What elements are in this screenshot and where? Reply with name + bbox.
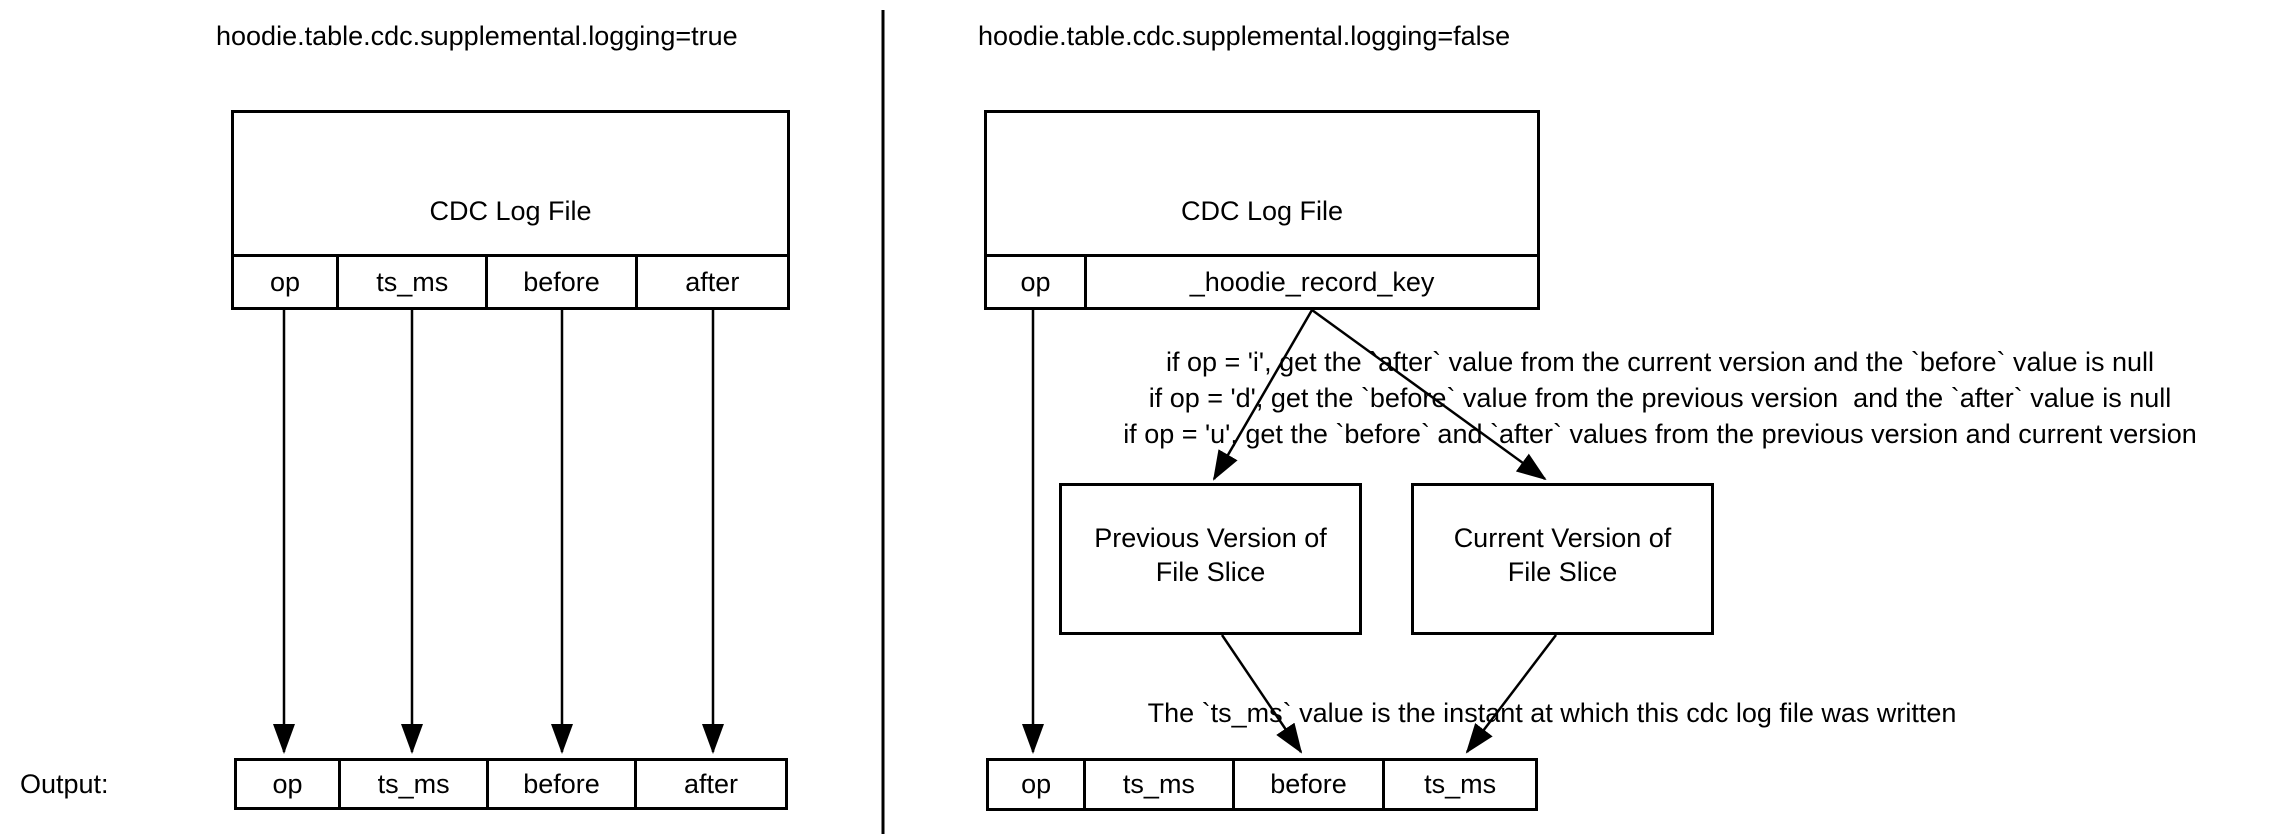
cdc-log-file-columns-row: op _hoodie_record_key [987, 254, 1537, 307]
output-row-logging-false: op ts_ms before ts_ms [986, 758, 1538, 811]
ts-ms-note-text: The `ts_ms` value is the instant at whic… [1147, 698, 1957, 728]
previous-version-file-slice-box: Previous Version of File Slice [1059, 483, 1362, 635]
column-ts-ms: ts_ms [339, 257, 489, 307]
op-rule-insert: if op = 'i', get the `after` value from … [1165, 347, 2155, 377]
op-rules-text: if op = 'i', get the `after` value from … [1040, 344, 2278, 452]
output-column-before: before [1235, 761, 1386, 808]
output-column-op: op [237, 761, 342, 807]
output-row-logging-true: op ts_ms before after [234, 758, 788, 810]
current-version-label-line2: File Slice [1507, 557, 1618, 587]
previous-version-label-line2: File Slice [1155, 557, 1266, 587]
cdc-log-file-label: CDC Log File [1180, 196, 1344, 226]
cdc-log-file-columns-row: op ts_ms before after [234, 254, 787, 307]
arrow-current-version-to-output-ts-ms [1465, 634, 1557, 754]
column-hoodie-record-key: _hoodie_record_key [1189, 266, 1435, 297]
output-column-after: after [683, 768, 738, 799]
column-after: after [685, 266, 740, 297]
column-before: before [488, 257, 638, 307]
cdc-log-file-label: CDC Log File [429, 196, 592, 226]
output-label: Output: [20, 769, 109, 799]
output-column-ts-ms: ts_ms [341, 761, 490, 807]
current-version-file-slice-box: Current Version of File Slice [1411, 483, 1714, 635]
current-version-label-line1: Current Version of [1453, 523, 1672, 553]
arrow-previous-version-to-output-before [1220, 634, 1303, 754]
right-panel-title: hoodie.table.cdc.supplemental.logging=fa… [978, 21, 1511, 51]
cdc-log-file-box-logging-false: CDC Log File op _hoodie_record_key [984, 110, 1540, 310]
left-panel-title: hoodie.table.cdc.supplemental.logging=tr… [216, 21, 738, 51]
column-op: op [987, 257, 1088, 307]
output-column-ts-ms: ts_ms [1086, 761, 1235, 808]
output-column-ts-ms-2: ts_ms [1424, 769, 1497, 799]
cdc-log-file-box-logging-true: CDC Log File op ts_ms before after [231, 110, 790, 310]
previous-version-label-line1: Previous Version of [1094, 523, 1327, 553]
output-column-op: op [989, 761, 1087, 808]
column-op: op [234, 257, 340, 307]
op-rule-update: if op = 'u', get the `before` and `after… [1123, 419, 2197, 449]
output-column-before: before [489, 761, 638, 807]
op-rule-delete: if op = 'd', get the `before` value from… [1148, 383, 2172, 413]
